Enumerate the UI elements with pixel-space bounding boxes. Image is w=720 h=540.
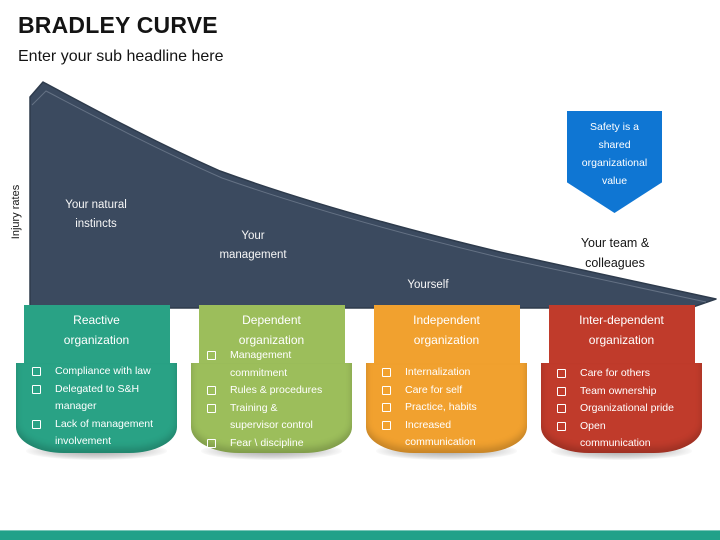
checkbox-bullet-icon [32,367,41,376]
stage-list-item: Internalization [366,364,527,382]
stage-list: Management commitment Rules & procedures… [191,347,352,452]
stage-list-item: Rules & procedures [191,382,352,400]
stage-list: Internalization Care for self Practice, … [366,364,527,452]
checkbox-bullet-icon [32,419,41,429]
stage-card-reactive: Reactive organization Compliance with la… [16,305,177,460]
curve-label-your-management: Your management [219,230,287,261]
stage-list-item: Compliance with law [16,363,177,381]
checkbox-bullet-icon [382,403,391,412]
checkbox-bullet-icon [382,420,391,430]
stage-list-item: Care for self [366,382,527,400]
stage-list-item: Delegated to S&H manager [16,381,177,416]
stage-title: Independent organization [413,313,480,347]
curve-label-yourself: Yourself [407,279,449,291]
stage-title: Dependent organization [238,313,305,347]
stage-list-item: Increased communication [366,417,527,452]
stage-card-independent: Independent organization Internalization… [366,305,527,460]
y-axis-label: Injury rates [10,184,22,240]
stage-card-interdependent: Inter-dependent organization Care for ot… [541,305,702,460]
stage-body [366,363,527,453]
stage-list-item: Organizational pride [541,400,702,418]
stage-tab [374,305,520,365]
stage-title: Reactive organization [63,313,130,347]
stage-list-item: Training & supervisor control [191,400,352,435]
stage-tab [549,305,695,365]
stage-list-item: Practice, habits [366,399,527,417]
stage-tab [199,305,345,365]
stage-card-dependent: Dependent organization Management commit… [191,305,352,460]
curve-bevel-line [31,90,707,303]
checkbox-bullet-icon [382,368,391,377]
stage-title: Inter-dependent organization [579,313,664,347]
stage-list-item: Care for others [541,365,702,383]
stage-body [16,363,177,453]
stage-tab [24,305,170,365]
page-title: BRADLEY CURVE [18,12,218,38]
checkbox-bullet-icon [557,421,566,431]
checkbox-bullet-icon [32,384,41,394]
stage-list-item: Management commitment [191,347,352,382]
checkbox-bullet-icon [382,385,391,395]
checkbox-bullet-icon [557,404,566,413]
footer-accent-bar [0,530,720,540]
checkbox-bullet-icon [207,438,216,448]
stage-list-item: Team ownership [541,383,702,401]
injury-curve-fill [29,81,717,309]
stage-body [191,363,352,453]
curve-label-team-colleagues: Your team & colleagues [580,236,650,270]
page-subtitle: Enter your sub headline here [18,48,224,65]
stage-list-item: Fear \ discipline [191,435,352,453]
curve-label-natural-instincts: Your natural instincts [65,199,127,230]
stage-list: Care for others Team ownership Organizat… [541,365,702,453]
stage-list: Compliance with law Delegated to S&H man… [16,363,177,451]
checkbox-bullet-icon [207,386,216,395]
checkbox-bullet-icon [557,369,566,378]
stage-list-item: Lack of management involvement [16,416,177,451]
stage-body [541,363,702,453]
checkbox-bullet-icon [557,386,566,396]
checkbox-bullet-icon [207,403,216,413]
safety-value-callout-text: Safety is a shared organizational value [581,121,648,187]
stage-list-item: Open communication [541,418,702,453]
checkbox-bullet-icon [207,351,216,360]
